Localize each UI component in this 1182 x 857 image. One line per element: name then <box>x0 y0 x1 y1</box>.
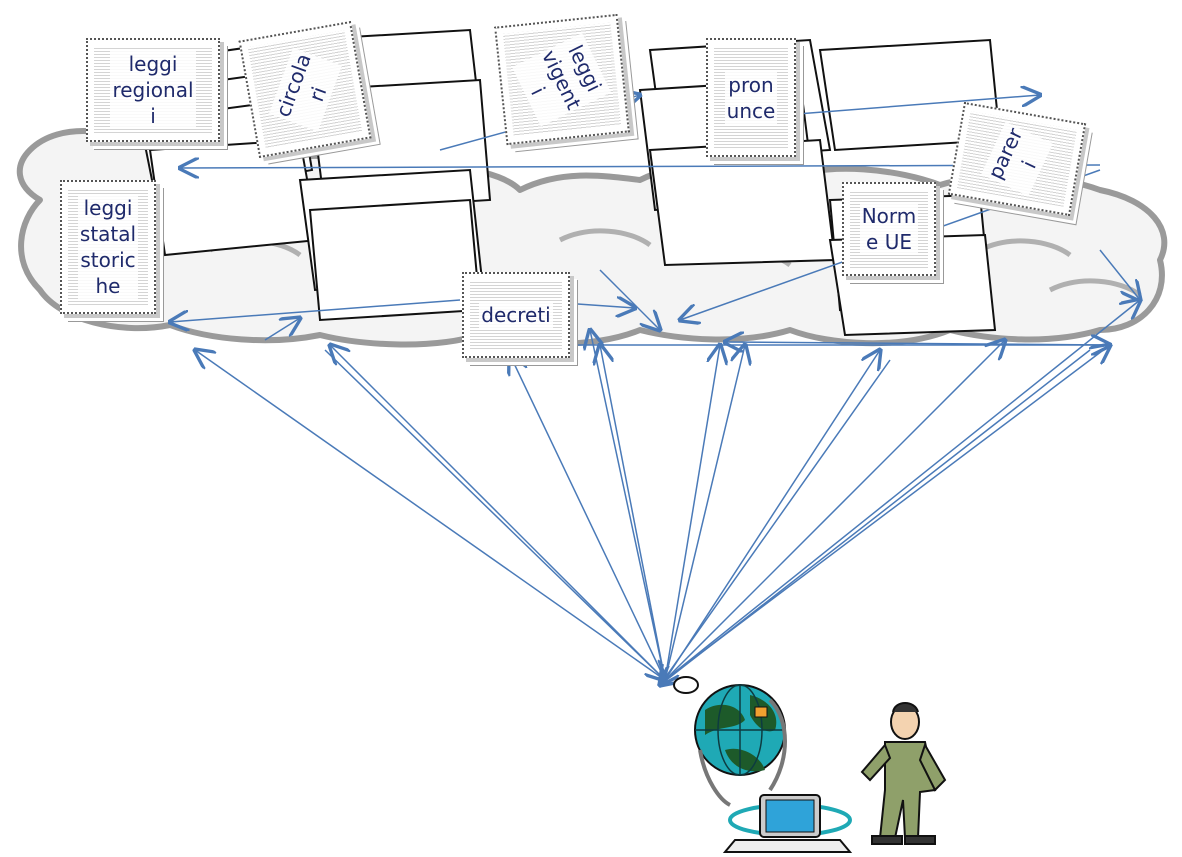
doc-pareri: parer i <box>947 101 1087 217</box>
doc-norme-ue: Norm e UE <box>842 182 936 276</box>
doc-leggi-statali-storiche: leggi statal storic he <box>60 180 156 314</box>
doc-circolari: circola ri <box>238 21 372 158</box>
globe-icon <box>673 676 787 807</box>
man-icon <box>860 702 947 845</box>
label-decreti: decreti <box>479 302 553 328</box>
computer-icon <box>722 794 853 853</box>
doc-leggi-regionali: leggi regional i <box>86 38 220 142</box>
label-pronunce: pron unce <box>724 71 778 124</box>
label-leggi-regionali: leggi regional i <box>110 51 196 129</box>
label-leggi-statali-storiche: leggi statal storic he <box>77 195 139 299</box>
doc-decreti: decreti <box>462 272 570 358</box>
label-norme-ue: Norm e UE <box>859 203 919 255</box>
doc-pronunce: pron unce <box>706 38 796 157</box>
doc-leggi-vigenti: leggi vigent i <box>494 13 630 146</box>
